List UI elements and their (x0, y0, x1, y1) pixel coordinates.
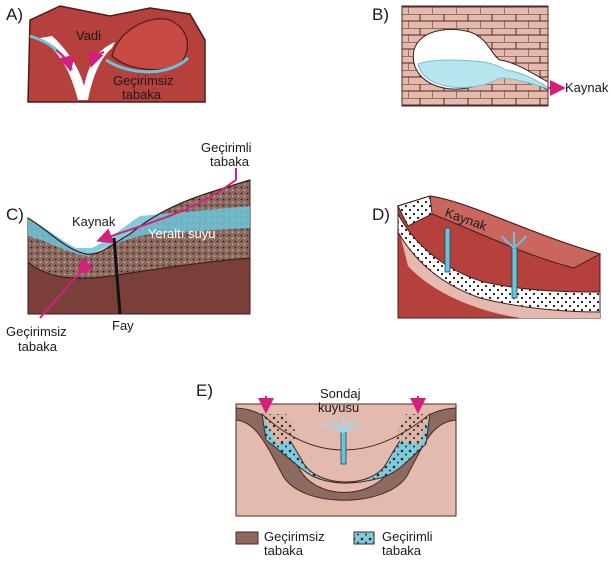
panel-a-impermeable-label-1: Geçirimsiz (113, 73, 174, 88)
panel-c-fault-label: Fay (112, 318, 134, 333)
panel-c-spring-label: Kaynak (72, 214, 116, 229)
panel-d-well-left (445, 228, 450, 272)
legend-permeable-label-2: tabaka (382, 543, 422, 558)
panel-d-well-right (512, 248, 517, 298)
legend-permeable-label-1: Geçirimli (382, 529, 433, 544)
panel-a: A) Vadi Geçirimsiz tabaka (6, 5, 205, 102)
panel-a-letter: A) (6, 5, 23, 24)
panel-b: B) Kaynak (372, 5, 609, 106)
panel-e-letter: E) (196, 381, 213, 400)
panel-c: C) Geçirimli tabaka Kaynak Yeraltı suyu … (6, 140, 252, 354)
panel-c-permeable-label-2: tabaka (210, 154, 250, 169)
panel-e: E) Sondaj kuyusu (196, 381, 456, 516)
legend-impermeable-label-1: Geçirimsiz (264, 529, 325, 544)
panel-d-letter: D) (372, 205, 390, 224)
panel-e-well-label-2: kuyusu (318, 400, 359, 415)
legend-permeable-swatch (354, 532, 374, 544)
legend: Geçirimsiz tabaka Geçirimli tabaka (236, 529, 433, 558)
panel-c-impermeable-label-1: Geçirimsiz (6, 324, 67, 339)
panel-c-permeable-label-1: Geçirimli (201, 140, 252, 155)
panel-e-well-label-1: Sondaj (320, 386, 361, 401)
panel-b-spring-label: Kaynak (565, 80, 609, 95)
panel-e-well (341, 430, 346, 464)
panel-c-letter: C) (6, 205, 24, 224)
panel-b-letter: B) (372, 5, 389, 24)
panel-c-groundwater-label: Yeraltı suyu (148, 226, 215, 241)
panel-a-valley-label: Vadi (76, 28, 101, 43)
panel-d: D) Kaynak (372, 196, 600, 318)
panel-c-impermeable-label-2: tabaka (18, 339, 58, 354)
legend-impermeable-swatch (236, 532, 258, 544)
panel-a-impermeable-label-2: tabaka (122, 87, 162, 102)
legend-impermeable-label-2: tabaka (264, 543, 304, 558)
